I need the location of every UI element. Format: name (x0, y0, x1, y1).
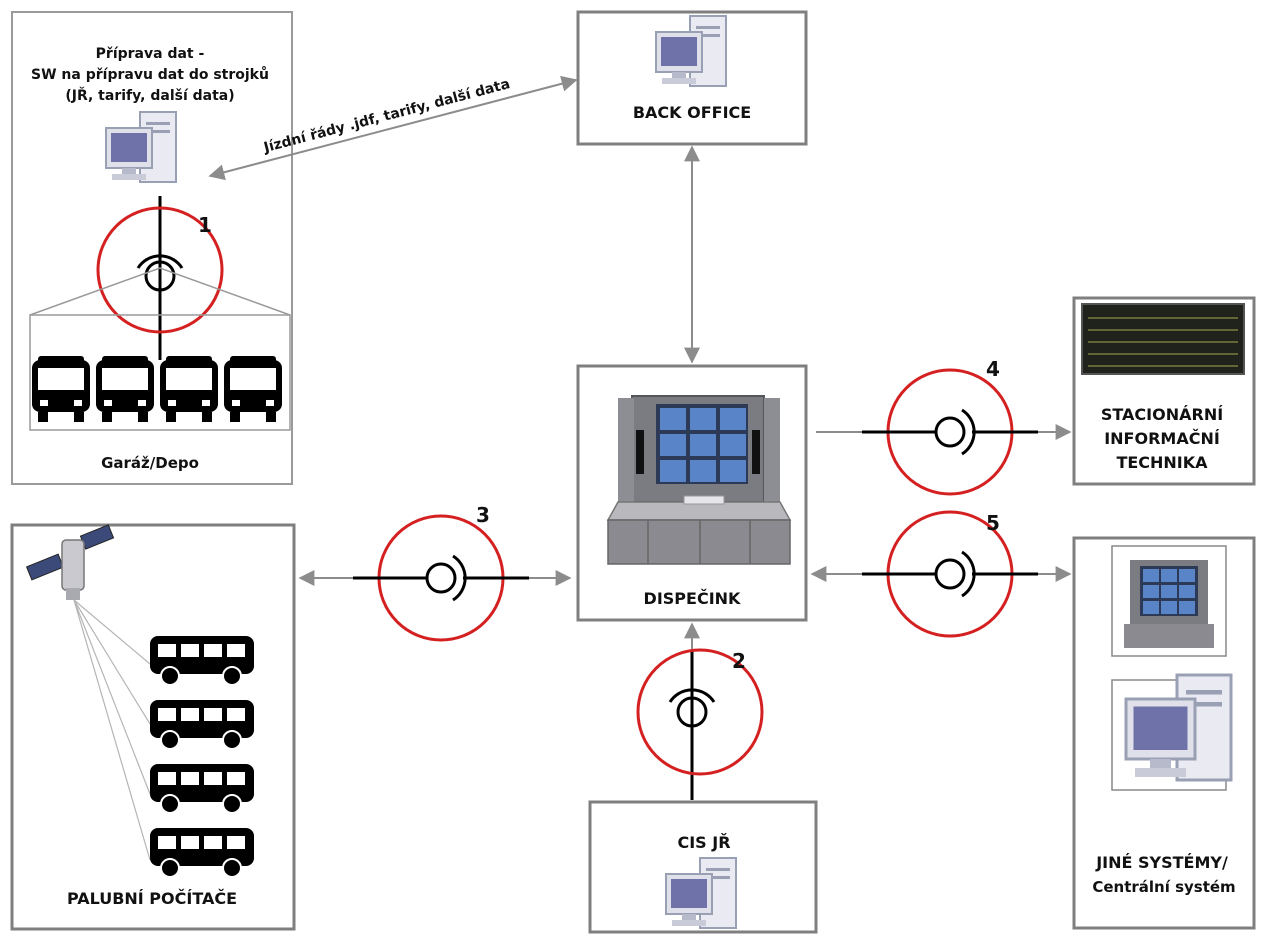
garage-title-line-1: Příprava dat - (96, 46, 205, 62)
timetable-link-label: Jízdní řády .jdf, tarify, další data (261, 76, 512, 156)
timetable-link-arrow (208, 75, 578, 181)
interface-5 (860, 510, 1040, 638)
other-systems-label-line-2: Centrální systém (1092, 878, 1235, 896)
stationary-label-line-3: TECHNIKA (1116, 453, 1208, 472)
cis-label: CIS JŘ (677, 833, 730, 852)
other-systems-label-line-1: JINÉ SYSTÉMY/ (1095, 853, 1228, 872)
interface-4-number: 4 (986, 357, 1000, 381)
interface-5-number: 5 (986, 511, 1000, 535)
interface-3 (351, 514, 531, 642)
onboard-label: PALUBNÍ POČÍTAČE (67, 889, 237, 908)
interface-3-number: 3 (476, 503, 490, 527)
dispatch-console-icon (606, 395, 792, 565)
satellite-icon (25, 524, 115, 600)
interface-1-number: 1 (198, 213, 212, 237)
interface-2 (636, 648, 764, 776)
interface-4 (860, 368, 1040, 496)
other-systems-console-icon (1124, 560, 1214, 648)
garage-label: Garáž/Depo (101, 454, 199, 472)
info-display-icon (1081, 303, 1245, 375)
back-office-label: BACK OFFICE (633, 103, 751, 122)
garage-title-line-3: (JŘ, tarify, další data) (65, 87, 234, 104)
stationary-label-line-2: INFORMAČNÍ (1104, 429, 1220, 448)
dispatch-label: DISPEČINK (644, 589, 742, 608)
stationary-label-line-1: STACIONÁRNÍ (1101, 405, 1223, 424)
garage-title-line-2: SW na přípravu dat do strojků (31, 66, 269, 83)
interface-2-number: 2 (732, 649, 746, 673)
interface-1 (96, 206, 224, 334)
